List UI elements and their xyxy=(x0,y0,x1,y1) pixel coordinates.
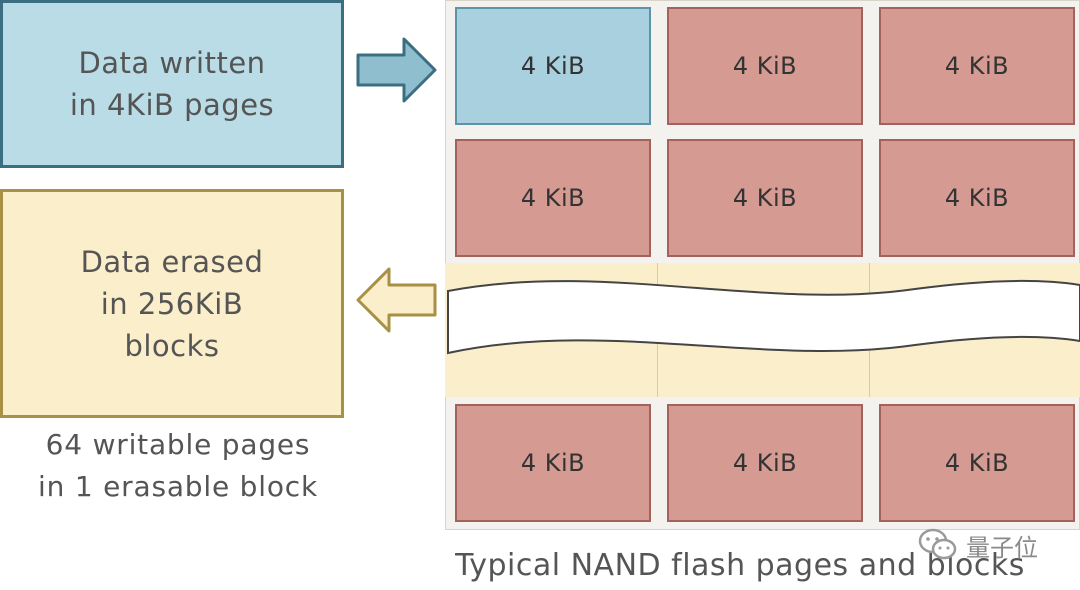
diagram-caption: Typical NAND flash pages and blocks xyxy=(455,548,1025,583)
data-erased-box: Data erased in 256KiB blocks xyxy=(0,189,344,418)
data-written-box: Data written in 4KiB pages xyxy=(0,0,344,168)
page-size-label: 4 KiB xyxy=(520,449,586,477)
page-size-label: 4 KiB xyxy=(944,52,1010,80)
page-size-label: 4 KiB xyxy=(732,184,798,212)
page-size-label: 4 KiB xyxy=(732,52,798,80)
data-written-label: Data written in 4KiB pages xyxy=(69,46,275,122)
page-cell: 4 KiB xyxy=(455,404,651,522)
page-cell: 4 KiB xyxy=(455,139,651,257)
page-size-label: 4 KiB xyxy=(944,449,1010,477)
watermark: 量子位 xyxy=(918,525,1038,565)
page-size-label: 4 KiB xyxy=(520,52,586,80)
page-cell: 4 KiB xyxy=(879,139,1075,257)
page-size-label: 4 KiB xyxy=(732,449,798,477)
page-cell: 4 KiB xyxy=(879,404,1075,522)
data-erased-label: Data erased in 256KiB blocks xyxy=(80,244,264,363)
page-size-label: 4 KiB xyxy=(520,184,586,212)
watermark-text: 量子位 xyxy=(966,533,1038,562)
page-cell: 4 KiB xyxy=(667,404,863,522)
wavy-break xyxy=(447,280,1080,355)
page-cell: 4 KiB xyxy=(667,139,863,257)
pages-per-block-caption: 64 writable pages in 1 erasable block xyxy=(38,428,318,503)
page-size-label: 4 KiB xyxy=(944,184,1010,212)
arrow-right-icon xyxy=(356,37,437,103)
page-cell: 4 KiB xyxy=(879,7,1075,125)
page-cell: 4 KiB xyxy=(667,7,863,125)
wechat-icon xyxy=(918,528,957,560)
arrow-left-icon xyxy=(356,267,437,333)
page-cell-written: 4 KiB xyxy=(455,7,651,125)
